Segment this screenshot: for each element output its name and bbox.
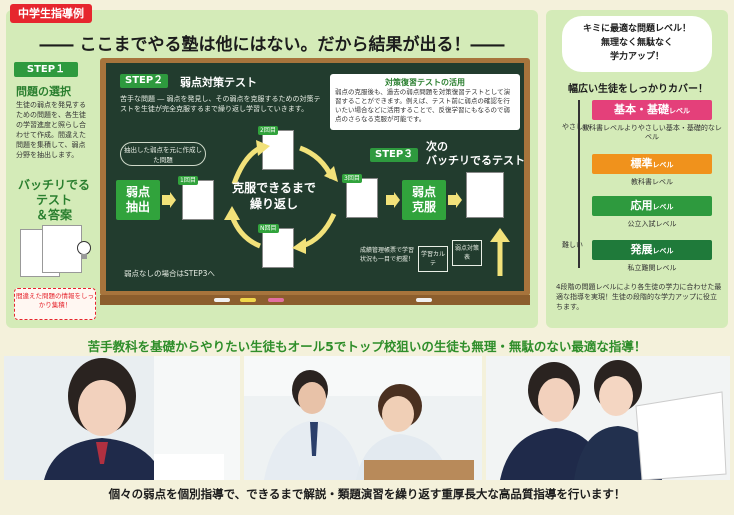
headline: ―― ここまでやる塾は他にはない。だから結果が出る！――: [39, 35, 505, 55]
arrow-right-icon: [448, 192, 462, 208]
repeat-until-overcome: 克服できるまで 繰り返し: [224, 180, 324, 212]
next-test-paper: [466, 172, 504, 218]
extracted-problems-note: 抽出した弱点を元に作成した問題: [120, 142, 206, 166]
level-basic: 基本・基礎レベル: [592, 100, 712, 120]
weakness-extract-line1: 弱点: [125, 185, 150, 199]
round3-label: 3回目: [342, 174, 362, 183]
category-tag: 中学生指導例: [10, 4, 92, 23]
optimal-level-bubble: キミに最適な問題レベル！ 無理なく無駄なく 学力アップ！: [562, 16, 712, 72]
review-test-body: 弱点の克服後も、過去の弱点問題を対策復習テストとして演習することができます。例え…: [335, 88, 511, 123]
chalk: [214, 298, 230, 302]
bottom-banner: 個々の弱点を個別指導で、できるまで解説・類題演習を繰り返す重厚長大な高品質指導を…: [108, 487, 626, 501]
step1-tag: STEP１: [14, 62, 78, 77]
step3-heading-line2: バッチリでるテスト: [426, 154, 525, 167]
arrow-right-icon: [386, 192, 400, 208]
repeat-line2: 繰り返し: [249, 197, 298, 211]
arrow-up-icon: [490, 228, 510, 276]
level-advanced-suffix: レベル: [652, 247, 674, 255]
answer-sheets-illustration: [20, 225, 92, 277]
step1-description: 生徒の弱点を発見するための問題を、各生徒の学習進度と照らし合わせて作成。間違えた…: [16, 101, 86, 159]
bubble-line3: 学力アップ！: [609, 52, 664, 62]
accumulate-note: 間違えた問題の情報をしっかり集積！: [14, 288, 96, 320]
level-advanced: 発展レベル: [592, 240, 712, 260]
chalk: [240, 298, 256, 302]
roundN-label: N回目: [258, 224, 279, 233]
step3-heading-line1: 次の: [426, 140, 448, 153]
test-title-line1: バッチリでる: [17, 178, 90, 192]
bubble-line2: 無理なく無駄なく: [600, 38, 673, 48]
management-note: 成績管理帳票で学習状況も一目で把握！: [360, 247, 415, 263]
cycle-arrows-icon: [224, 140, 338, 254]
step2-tag: STEP２: [120, 74, 169, 88]
chalk-tray: [100, 295, 530, 305]
level-applied-name: 応用: [630, 199, 653, 212]
weakness-overcome-line2: 克服: [411, 200, 436, 214]
slogan: 苦手教科を基礎からやりたい生徒もオール5でトップ校狙いの生徒も無理・無駄のない最…: [87, 339, 647, 354]
axis-easy-label: やさしい: [562, 123, 590, 131]
test-title-line2: テスト: [35, 193, 72, 207]
level-standard-suffix: レベル: [652, 161, 674, 169]
test-title: バッチリでる テスト ＆答案: [12, 178, 96, 223]
chalk: [268, 298, 284, 302]
student-smiling-photo: [4, 356, 240, 480]
answer-sheet: [42, 225, 82, 273]
weakness-overcome-line1: 弱点: [411, 185, 436, 199]
teacher-student-photo: [244, 356, 482, 480]
weakness-extract-label: 弱点 抽出: [116, 180, 160, 220]
difficulty-axis: [578, 100, 580, 268]
arrow-right-icon: [162, 192, 176, 208]
level-advanced-desc: 私立難関レベル: [627, 264, 677, 272]
weakness-table-card: 弱点対策表: [452, 240, 482, 266]
review-test-title: 対策復習テストの活用: [385, 78, 465, 87]
chalk: [416, 298, 432, 302]
no-weakness-note: 弱点なしの場合はSTEP3へ: [124, 269, 215, 278]
level-applied-suffix: レベル: [652, 203, 674, 211]
weakness-extract-line2: 抽出: [125, 200, 150, 214]
cover-title: 幅広い生徒をしっかりカバー！: [568, 84, 708, 95]
step3-tag: STEP３: [370, 148, 419, 162]
step1-title: 問題の選択: [16, 85, 71, 98]
level-advanced-name: 発展: [630, 243, 653, 256]
level-standard-name: 標準: [630, 157, 653, 170]
axis-hard-label: 難しい: [562, 241, 583, 249]
step3-heading: 次の バッチリでるテスト: [426, 140, 525, 168]
levels-description: 4段階の問題レベルにより各生徒の学力に合わせた最適な指導を実現！生徒の段階的な学…: [556, 283, 722, 311]
test-paper-round3: [346, 178, 378, 218]
weakness-overcome-label: 弱点 克服: [402, 180, 446, 220]
level-standard: 標準レベル: [592, 154, 712, 174]
study-chart-card: 学習カルテ: [418, 246, 448, 272]
level-applied: 応用レベル: [592, 196, 712, 216]
step2-description: 苦手な問題 ― 弱点を発見し、その弱点を克服するための対策テストを生徒が完全克服…: [120, 95, 321, 113]
review-test-note: 対策復習テストの活用 弱点の克服後も、過去の弱点問題を対策復習テストとして演習す…: [330, 74, 520, 130]
lightbulb-icon: [77, 241, 91, 259]
round2-label: 2回目: [258, 126, 278, 135]
level-basic-desc: 教科書レベルよりやさしい基本・基礎的なレベル: [582, 124, 722, 141]
test-paper-round1: [182, 180, 214, 220]
round1-label: 1回目: [178, 176, 198, 185]
step2-heading: 弱点対策テスト: [180, 76, 257, 89]
level-basic-suffix: レベル: [669, 107, 690, 115]
test-title-line3: ＆答案: [35, 208, 72, 222]
bubble-line1: キミに最適な問題レベル！: [582, 24, 691, 34]
repeat-line1: 克服できるまで: [232, 181, 316, 195]
students-reviewing-photo: [486, 356, 730, 480]
level-standard-desc: 教科書レベル: [631, 178, 673, 186]
level-applied-desc: 公立入試レベル: [627, 220, 677, 228]
level-basic-name: 基本・基礎: [614, 103, 669, 116]
